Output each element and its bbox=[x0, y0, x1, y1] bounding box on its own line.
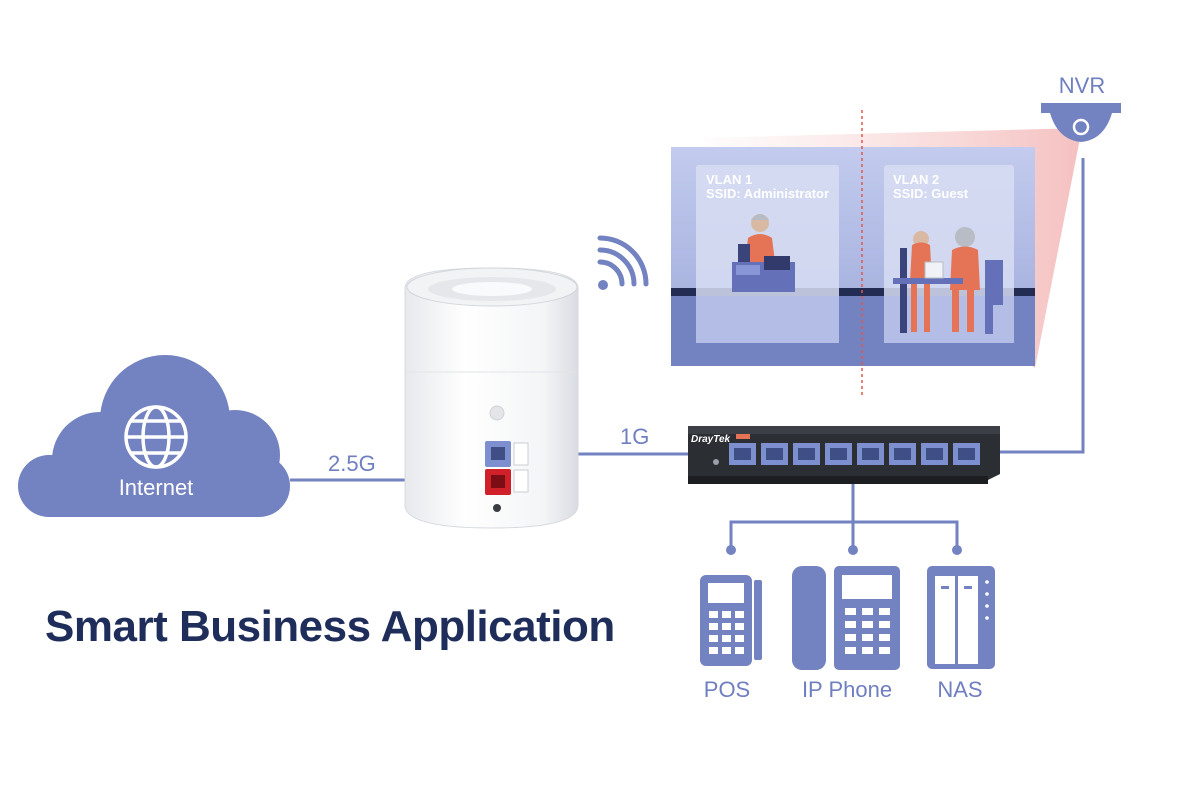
vlan2-line1: VLAN 2 bbox=[893, 172, 939, 187]
nvr-link-line bbox=[985, 158, 1085, 454]
nas-icon bbox=[927, 566, 995, 669]
switch-port-socket bbox=[926, 448, 943, 460]
connection-dots bbox=[726, 545, 962, 555]
internet-label: Internet bbox=[119, 475, 194, 500]
cashier-figure bbox=[732, 214, 795, 292]
page-title: Smart Business Application bbox=[45, 602, 615, 651]
device-label-nas: NAS bbox=[937, 677, 982, 702]
wan-speed-label: 2.5G bbox=[328, 451, 376, 476]
lan-speed-label: 1G bbox=[620, 424, 649, 449]
wifi-signal-icon bbox=[597, 235, 649, 287]
meeting-figures bbox=[893, 227, 1003, 334]
switch-port-socket bbox=[830, 448, 847, 460]
globe-icon bbox=[124, 405, 188, 469]
device-bus-line bbox=[729, 520, 959, 550]
nvr-camera-icon bbox=[1041, 103, 1121, 142]
ip-phone-icon bbox=[792, 566, 900, 670]
switch-port-socket bbox=[862, 448, 879, 460]
device-label-ip-phone: IP Phone bbox=[802, 677, 892, 702]
pos-terminal-icon bbox=[700, 575, 762, 666]
switch-port-socket bbox=[766, 448, 783, 460]
vlan-panel: VLAN 1 SSID: Administrator VLAN 2 SSID: … bbox=[671, 147, 1035, 366]
switch-port-socket bbox=[734, 448, 751, 460]
wan-port bbox=[485, 469, 511, 495]
vlan1-line1: VLAN 1 bbox=[706, 172, 752, 187]
lan-port bbox=[485, 441, 511, 467]
switch-brand-label: DrayTek bbox=[691, 434, 731, 445]
nvr-label: NVR bbox=[1059, 73, 1105, 98]
internet-cloud: Internet bbox=[18, 355, 290, 517]
switch-port-socket bbox=[798, 448, 815, 460]
vlan1-line2: SSID: Administrator bbox=[706, 186, 829, 201]
switch-port-group bbox=[729, 443, 980, 465]
switch-port-socket bbox=[894, 448, 911, 460]
network-switch: DrayTek bbox=[688, 426, 1000, 484]
mesh-router bbox=[404, 267, 579, 529]
vlan2-line2: SSID: Guest bbox=[893, 186, 969, 201]
device-label-pos: POS bbox=[704, 677, 750, 702]
switch-port-socket bbox=[958, 448, 975, 460]
